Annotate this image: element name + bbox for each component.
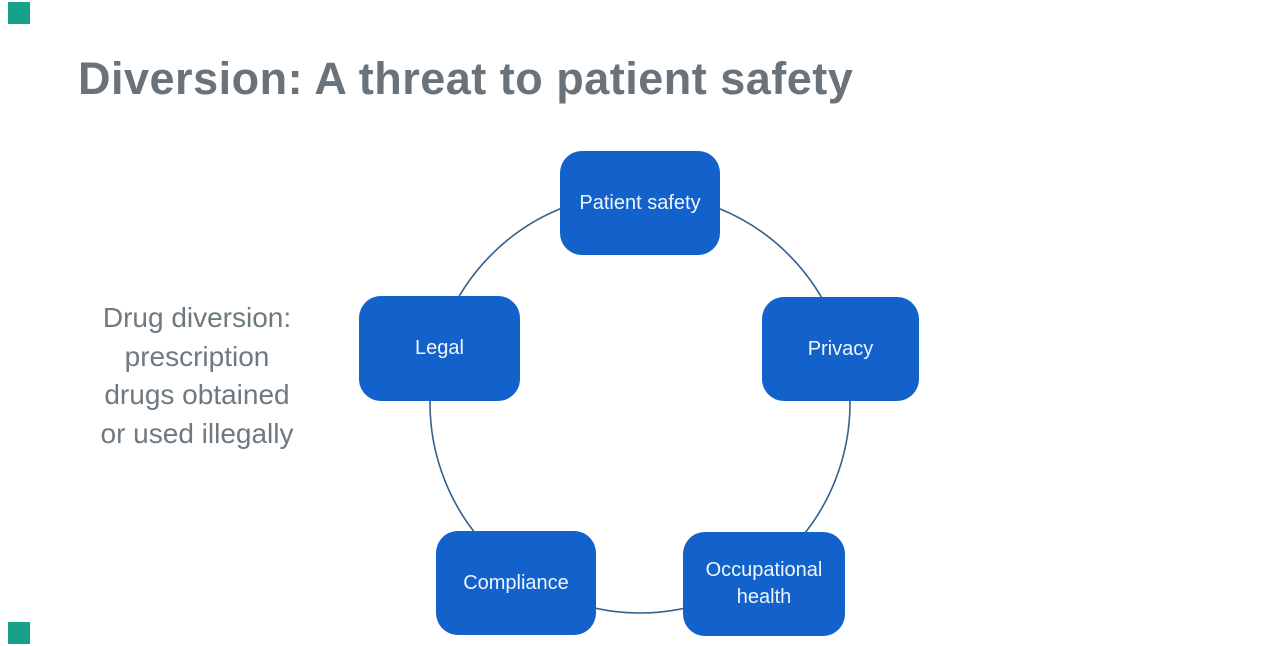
node-label: Patient safety bbox=[579, 191, 701, 214]
definition-line: prescription bbox=[124, 340, 270, 372]
node-patient-safety: Patient safety bbox=[560, 151, 720, 255]
slide-title: Diversion: A threat to patient safety bbox=[78, 53, 854, 104]
definition-line: drugs obtained bbox=[104, 379, 290, 410]
definition-line: or used illegally bbox=[100, 417, 294, 449]
corner-accent-square-top bbox=[8, 2, 30, 24]
definition-line: Drug diversion: bbox=[102, 302, 292, 333]
node-label: Compliance bbox=[463, 571, 569, 594]
node-legal: Legal bbox=[359, 296, 520, 401]
node-label: Privacy bbox=[807, 337, 874, 360]
node-compliance: Compliance bbox=[436, 531, 596, 635]
node-label: Legal bbox=[415, 337, 464, 359]
drug-diversion-definition: Drug diversion: prescription drugs obtaine… bbox=[38, 299, 356, 453]
node-occupational-health: Occupational health bbox=[683, 532, 845, 636]
corner-accent-square-bottom bbox=[8, 622, 30, 644]
node-label: Occupational health bbox=[705, 559, 823, 608]
node-privacy: Privacy bbox=[762, 297, 919, 401]
